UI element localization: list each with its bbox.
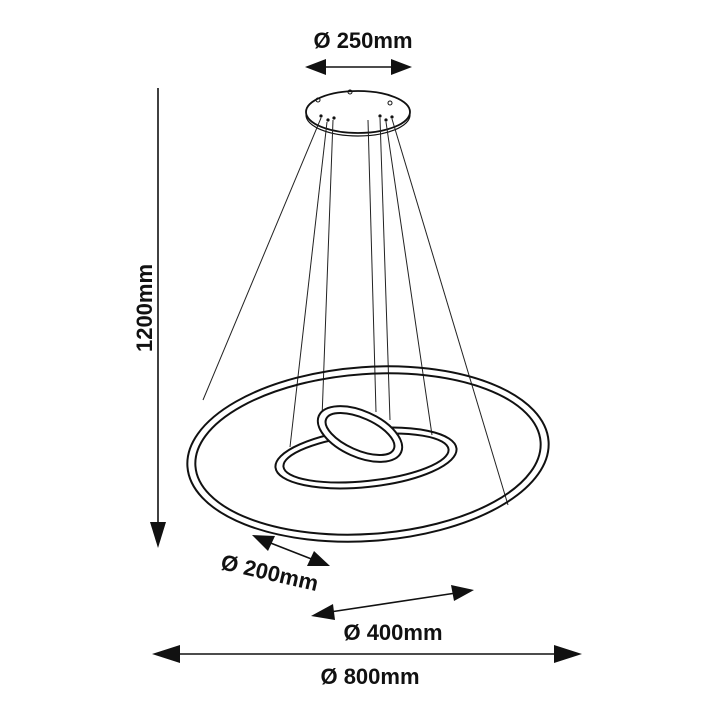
canopy-arrow-left [305, 59, 326, 75]
middle-ring-dimension-label: Ø 400mm [343, 620, 442, 645]
cable-grip [390, 115, 394, 119]
cable-grip [319, 114, 323, 118]
height-dimension: 1200mm [132, 88, 166, 548]
height-arrow-bottom [150, 522, 166, 548]
small-ring-arrow-left [252, 535, 275, 551]
canopy-dimension: Ø 250mm [305, 28, 413, 75]
wire [289, 121, 328, 448]
middle-ring-arrow-left [311, 604, 335, 620]
large-ring-arrow-right [554, 645, 582, 663]
cable-grip [332, 116, 336, 120]
middle-ring-dimension-line [329, 592, 457, 613]
canopy-edge [305, 114, 411, 137]
small-ring-dimension-line [267, 541, 315, 561]
small-ring-arrow-right [307, 551, 330, 566]
small-ring-inner [324, 412, 396, 456]
canopy-screw [315, 97, 321, 103]
small-ring-outer [316, 405, 404, 463]
middle-ring-arrow-right [451, 585, 474, 601]
wire [379, 117, 391, 421]
large-ring-inner [194, 372, 542, 536]
large-ring-dimension-label: Ø 800mm [320, 664, 419, 689]
canopy [305, 89, 411, 137]
cable-grip [384, 118, 388, 122]
canopy-plate [305, 90, 411, 134]
canopy-screw [387, 100, 393, 106]
large-ring [186, 365, 550, 543]
wire [367, 119, 377, 413]
small-ring [316, 405, 404, 463]
canopy-arrow-right [391, 59, 412, 75]
cable-grip [378, 114, 382, 118]
canopy-screw [347, 89, 353, 95]
middle-ring-dimension: Ø 400mm [311, 585, 474, 645]
large-ring-outer [186, 365, 550, 543]
large-ring-dimension: Ø 800mm [152, 645, 582, 689]
wire [391, 118, 509, 506]
wire [202, 117, 322, 401]
canopy-dimension-label: Ø 250mm [313, 28, 412, 53]
suspension-wires [202, 117, 509, 506]
small-ring-dimension: Ø 200mm [219, 535, 330, 596]
height-dimension-label: 1200mm [132, 264, 157, 352]
cable-grip [326, 118, 330, 122]
wire [321, 119, 334, 419]
wire [385, 121, 433, 436]
large-ring-arrow-left [152, 645, 180, 663]
